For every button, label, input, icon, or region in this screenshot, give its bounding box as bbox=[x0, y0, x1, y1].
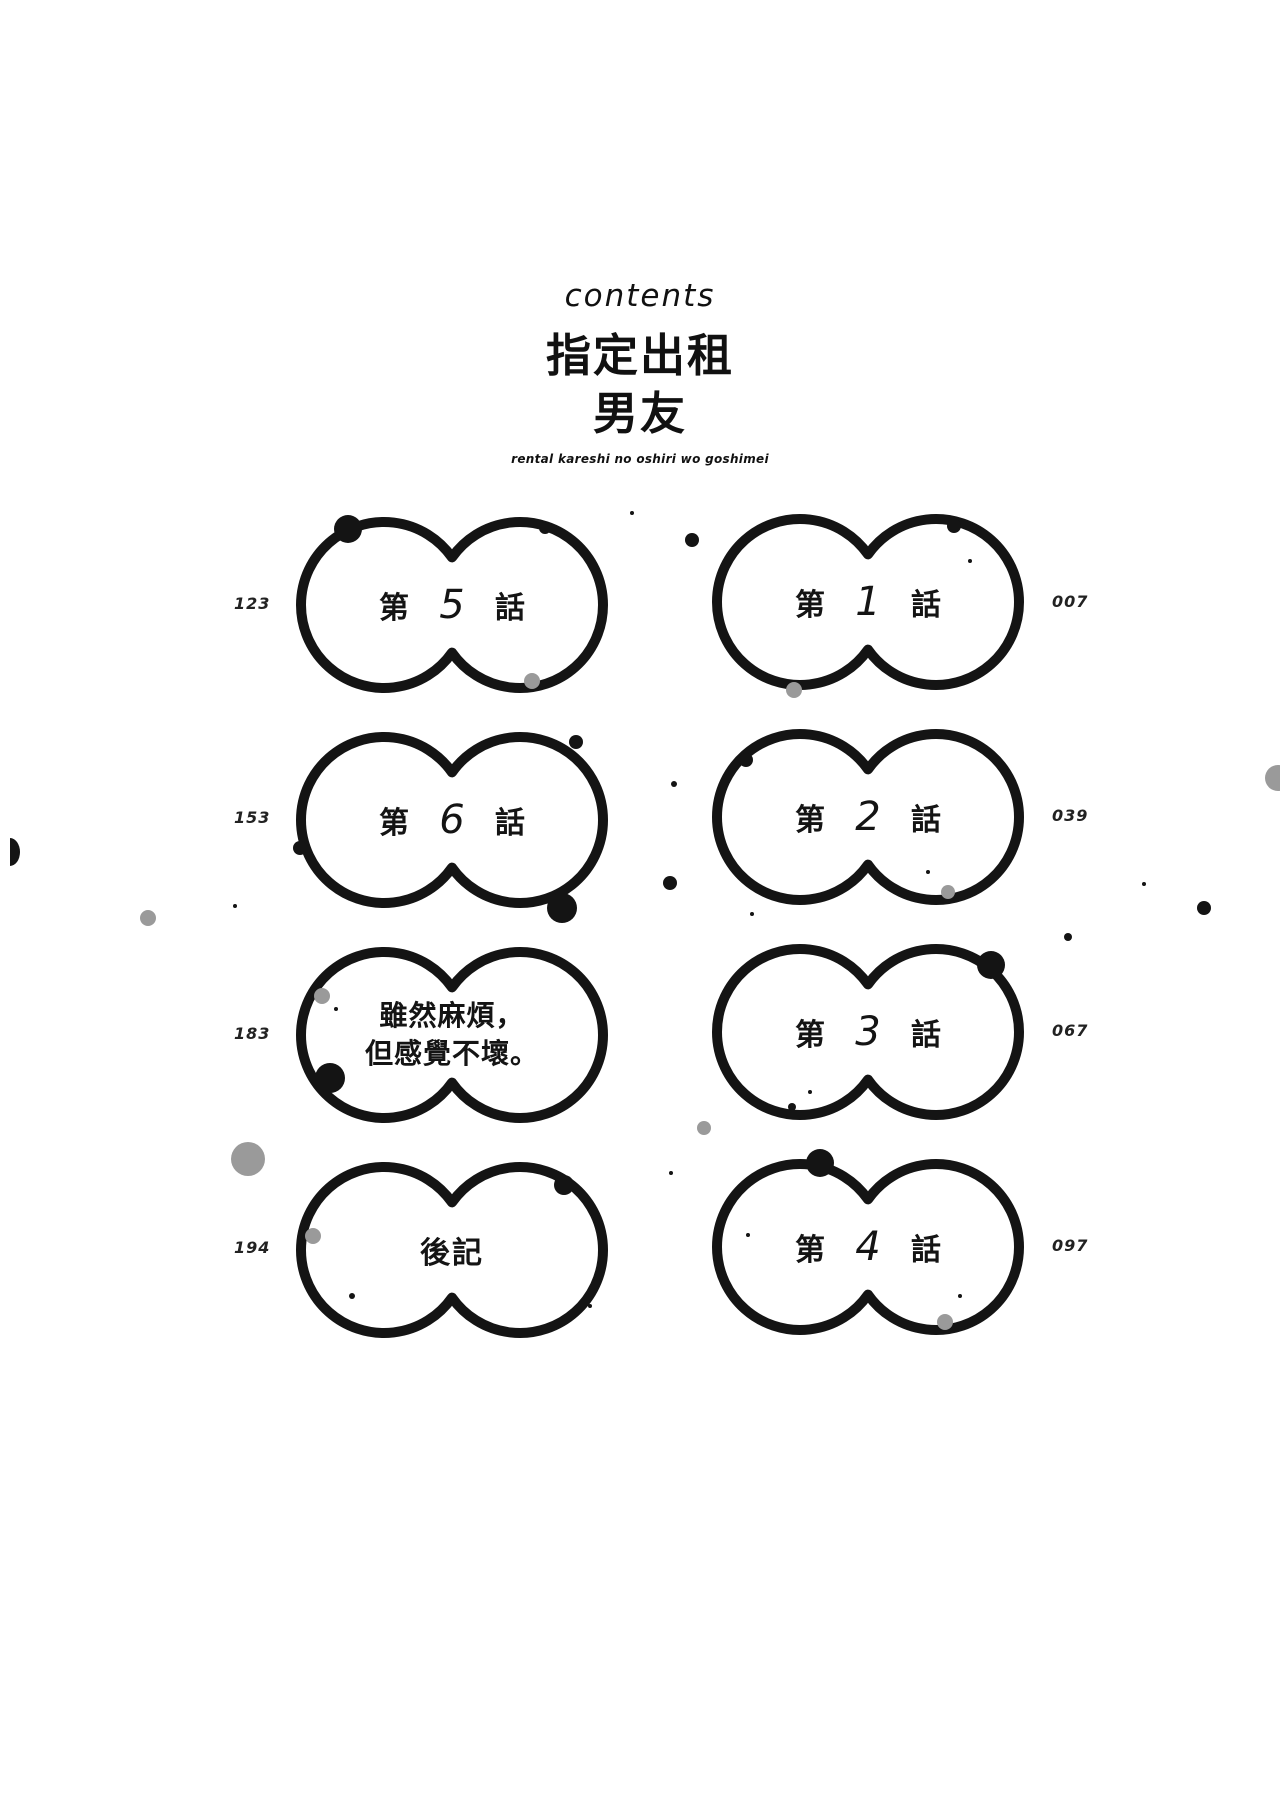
chapter-label: 雖然麻煩， 但感覺不壞。 bbox=[364, 999, 539, 1070]
double-circle-frame bbox=[712, 1159, 1024, 1335]
page-number: 123 bbox=[234, 594, 271, 613]
page-number: 007 bbox=[1052, 592, 1089, 611]
chapter-label: 第 3 話 bbox=[795, 1009, 941, 1055]
chapter-label: 第 5 話 bbox=[379, 582, 525, 628]
contents-label: contents bbox=[564, 278, 716, 314]
double-circle-frame bbox=[296, 732, 608, 908]
chapter-label: 第 2 話 bbox=[795, 794, 941, 840]
toc-entry-chapter-1[interactable]: 第 1 話 bbox=[712, 512, 1024, 692]
toc-entry-chapter-2[interactable]: 第 2 話 bbox=[712, 727, 1024, 907]
toc-entry-chapter-3[interactable]: 第 3 話 bbox=[712, 942, 1024, 1122]
book-subtitle: rental kareshi no oshiri wo goshimei bbox=[511, 452, 769, 466]
page-number: 183 bbox=[234, 1024, 271, 1043]
chapter-label: 後記 bbox=[420, 1236, 484, 1271]
page-number: 067 bbox=[1052, 1021, 1089, 1040]
toc-entry-chapter-5[interactable]: 第 5 話 bbox=[296, 515, 608, 695]
double-circle-frame bbox=[296, 947, 608, 1123]
double-circle-frame bbox=[712, 514, 1024, 690]
book-title-line-1: 指定出租 bbox=[545, 329, 734, 382]
double-circle-frame bbox=[296, 517, 608, 693]
toc-entry-chapter-6[interactable]: 第 6 話 bbox=[296, 730, 608, 910]
chapter-label: 第 6 話 bbox=[379, 797, 525, 843]
page-number: 097 bbox=[1052, 1236, 1089, 1255]
book-title-line-2: 男友 bbox=[592, 387, 687, 440]
toc-entry-special-story[interactable]: 雖然麻煩， 但感覺不壞。 bbox=[296, 945, 608, 1125]
chapter-label: 第 4 話 bbox=[795, 1224, 941, 1270]
toc-entry-afterword[interactable]: 後記 bbox=[296, 1160, 608, 1340]
chapter-label: 第 1 話 bbox=[795, 579, 941, 625]
page-number: 194 bbox=[234, 1238, 271, 1257]
page-number: 039 bbox=[1052, 806, 1089, 825]
page-number: 153 bbox=[234, 808, 271, 827]
toc-entry-chapter-4[interactable]: 第 4 話 bbox=[712, 1157, 1024, 1337]
